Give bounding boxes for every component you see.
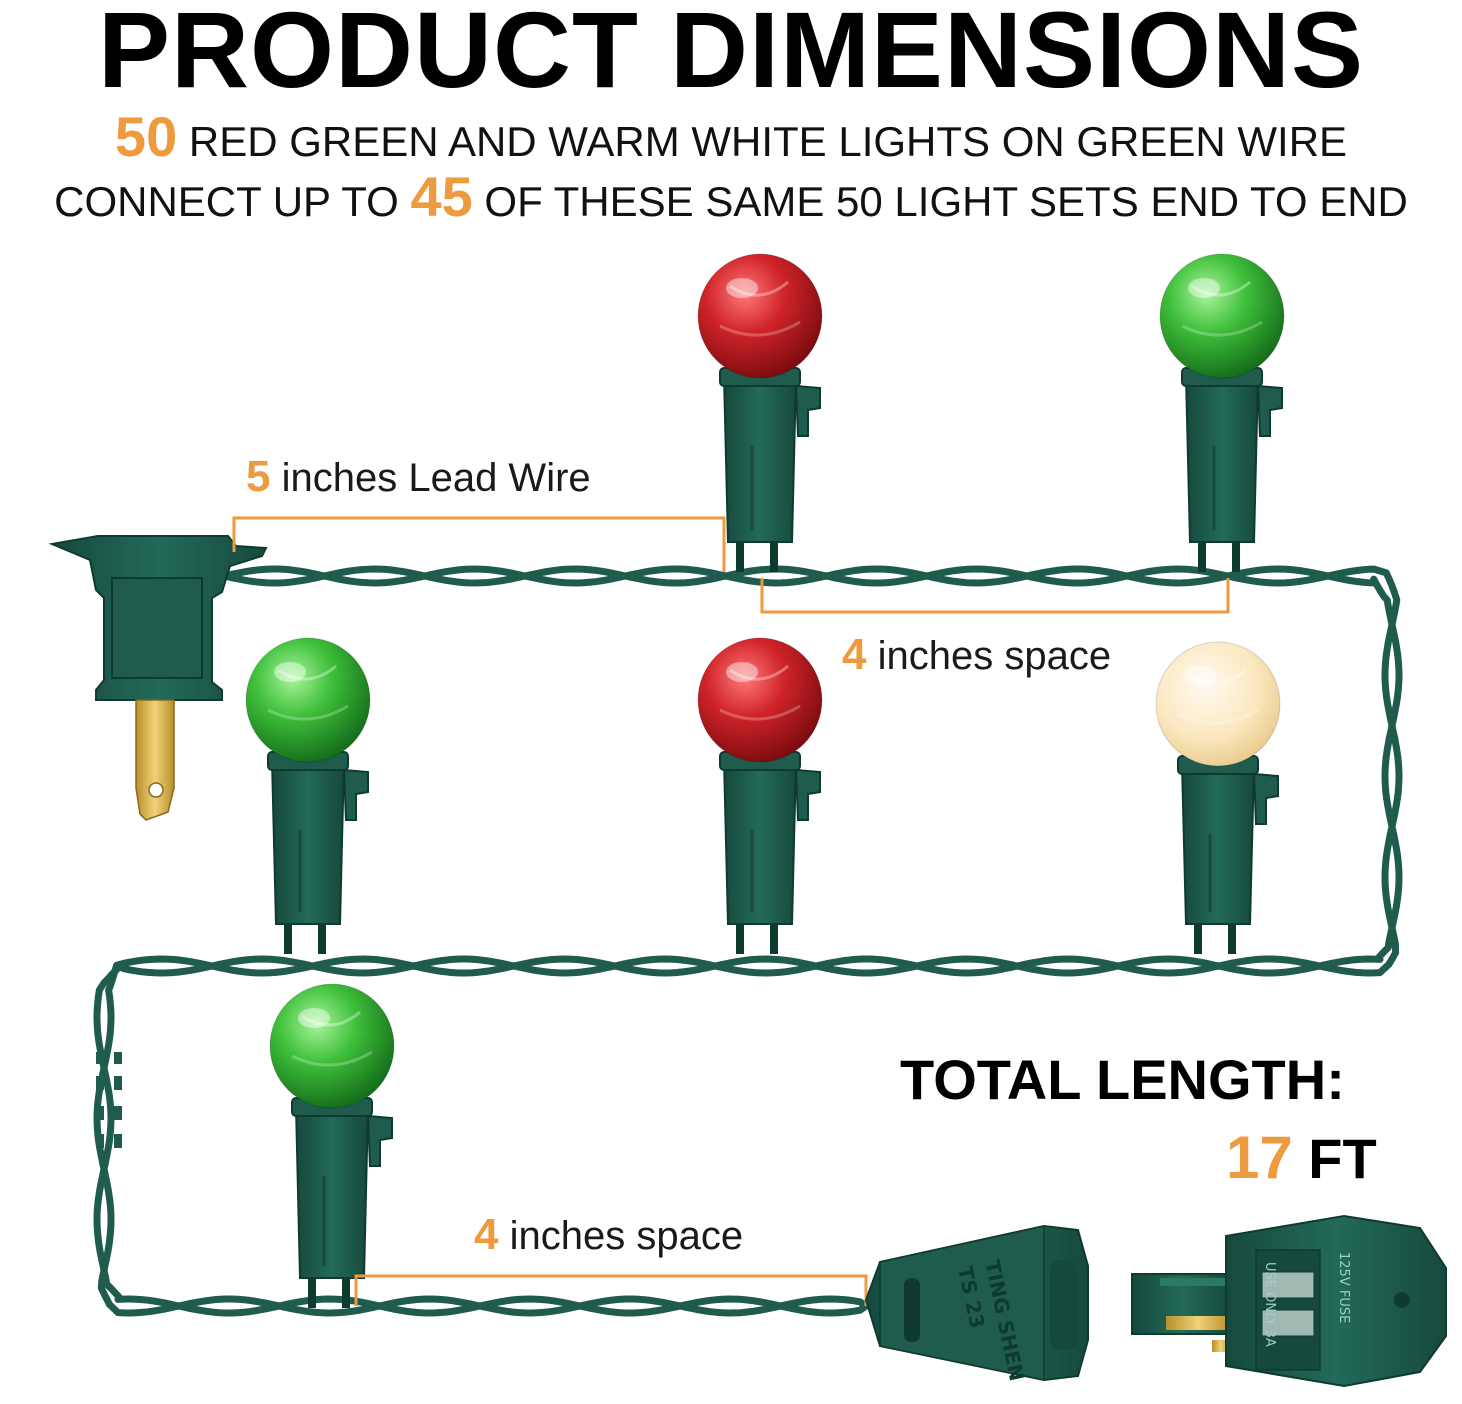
connect-suffix: OF THESE SAME 50 LIGHT SETS END TO END [472, 178, 1408, 225]
fuse-rating: 125V FUSE [1336, 1252, 1351, 1323]
end-spacing-length: 4 [474, 1210, 499, 1259]
bulb-spacing-length: 4 [842, 630, 867, 679]
bulb-green-bottom [269, 983, 395, 1308]
lead-wire-length: 5 [246, 452, 271, 501]
space-bracket-top [760, 578, 1230, 614]
total-length-number: 17 [1226, 1124, 1293, 1191]
bulb-spacing-label: 4 inches space [842, 632, 1111, 679]
lead-wire-label: 5 inches Lead Wire [246, 454, 591, 501]
lead-wire-text: inches Lead Wire [270, 456, 591, 500]
dimension-lines [232, 516, 1230, 1306]
fuse-note: USE ONLY 3A [1262, 1262, 1277, 1347]
male-plug [48, 535, 268, 821]
fused-plug: USE ONLY 3A 125V FUSE [1131, 1214, 1447, 1388]
connect-prefix: CONNECT UP TO [54, 178, 411, 225]
total-length-unit: FT [1292, 1127, 1377, 1190]
bulb-green-top [1159, 253, 1285, 572]
end-spacing-label: 4 inches space [474, 1212, 743, 1259]
page-title: PRODUCT DIMENSIONS [97, 0, 1365, 110]
bulb-red-top [697, 253, 823, 572]
female-connector: TING SHEN TS 23 [864, 1224, 1089, 1383]
spec-line-lights: 50 RED GREEN AND WARM WHITE LIGHTS ON GR… [0, 109, 1462, 167]
light-count: 50 [114, 105, 178, 168]
bulb-green-middle-left [245, 637, 371, 954]
wire [93, 565, 1403, 1317]
spec-line-connect: CONNECT UP TO 45 OF THESE SAME 50 LIGHT … [0, 169, 1462, 227]
lead-wire-bracket [232, 516, 726, 572]
total-length-value: 17 FT [1226, 1126, 1377, 1191]
bulb-red-middle [697, 637, 823, 954]
end-spacing-text: inches space [498, 1214, 744, 1258]
space-bracket-bottom [354, 1274, 868, 1306]
total-length-label: TOTAL LENGTH: [900, 1048, 1345, 1111]
bulb-spacing-text: inches space [866, 634, 1112, 678]
light-description: RED GREEN AND WARM WHITE LIGHTS ON GREEN… [177, 118, 1348, 165]
wire-break-marks [96, 1052, 122, 1148]
connect-count: 45 [410, 165, 473, 228]
bulb-warm-white-middle [1155, 641, 1281, 954]
